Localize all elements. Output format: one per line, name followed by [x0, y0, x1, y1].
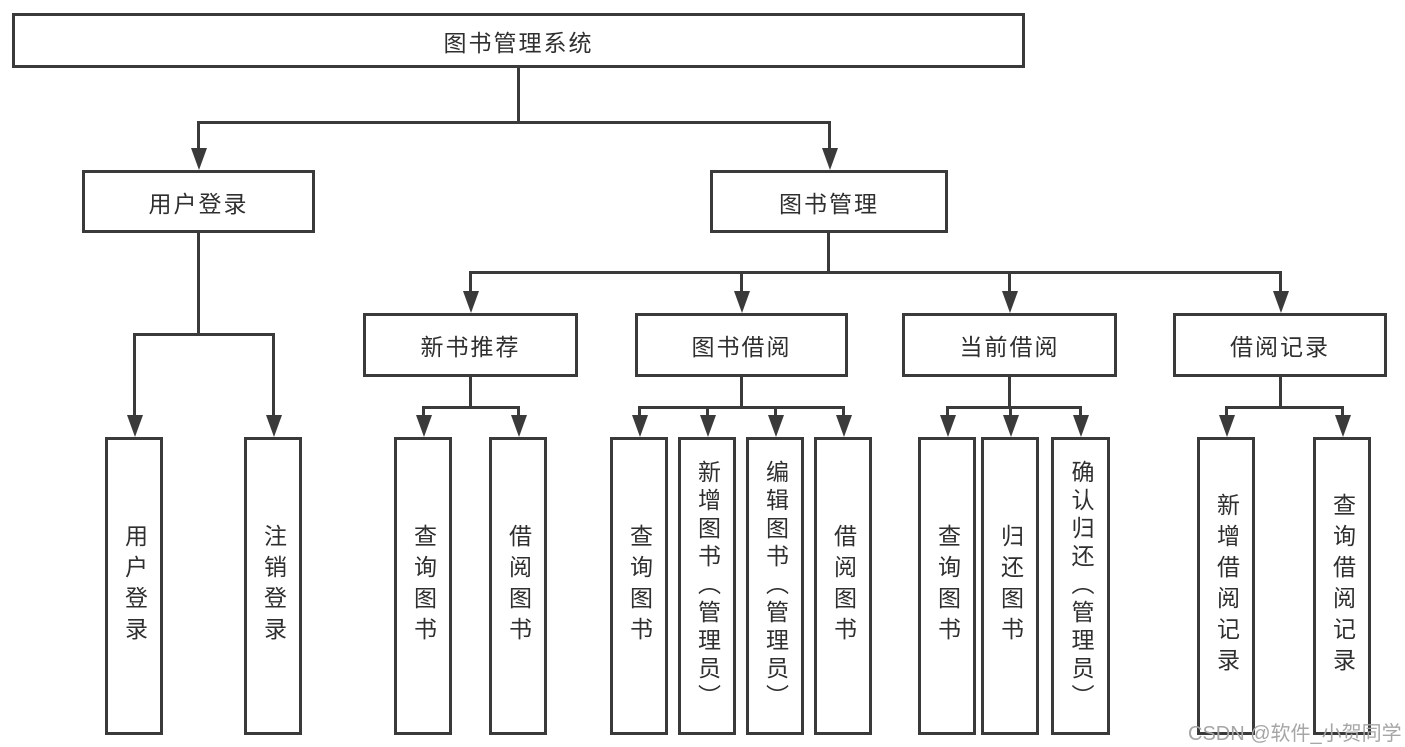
connector-level2-split: [197, 121, 831, 124]
connector-borrow-records-stem: [1279, 375, 1282, 409]
leaf-query-borrow-record: 查询借阅记录: [1313, 437, 1371, 735]
arrow-to-book-management: [821, 121, 838, 170]
leaf-add-book-admin: 新增图书（管理员）: [678, 437, 736, 735]
arrow-head-icon: [126, 415, 143, 437]
connector-borrow-records-split: [1225, 406, 1344, 409]
node-book-borrow: 图书借阅: [635, 313, 848, 377]
arrow-stem: [133, 333, 136, 415]
watermark: CSDN @软件_小贺同学: [1188, 723, 1402, 745]
arrow-head-icon: [1001, 291, 1018, 313]
arrow-stem: [774, 406, 777, 415]
arrow-head-icon: [631, 415, 648, 437]
connector-book-borrow-stem: [740, 375, 743, 409]
connector-root-stem: [517, 66, 520, 123]
arrow-to-leaf-query-book-1: [415, 406, 432, 437]
node-book-management: 图书管理: [710, 170, 948, 233]
arrow-head-icon: [1002, 415, 1019, 437]
arrow-stem: [197, 121, 200, 148]
arrow-head-icon: [1218, 415, 1235, 437]
arrow-stem: [1009, 406, 1012, 415]
arrow-head-icon: [835, 415, 852, 437]
connector-user-login-split: [133, 333, 275, 336]
connector-book-management-stem: [827, 231, 830, 274]
node-user-login: 用户登录: [82, 170, 315, 233]
node-root-label: 图书管理系统: [443, 29, 594, 56]
arrow-to-leaf-return-book: [1002, 406, 1019, 437]
arrow-to-current-borrow: [1001, 271, 1018, 313]
arrow-stem: [1279, 271, 1282, 291]
arrow-to-leaf-borrow-book-1: [510, 406, 527, 437]
connector-book-borrow-split: [638, 406, 845, 409]
node-new-book-recommend-label: 新书推荐: [420, 334, 521, 360]
arrow-head-icon: [415, 415, 432, 437]
arrow-stem: [1341, 406, 1344, 415]
arrow-stem: [1008, 271, 1011, 291]
node-book-borrow-label: 图书借阅: [691, 334, 792, 360]
arrow-to-leaf-query-record: [1334, 406, 1351, 437]
arrow-to-leaf-logout: [265, 333, 282, 437]
leaf-confirm-return-admin: 确认归还（管理员）: [1051, 437, 1110, 735]
arrow-stem: [706, 406, 709, 415]
arrow-head-icon: [1072, 415, 1089, 437]
leaf-user-login: 用户登录: [105, 437, 163, 735]
node-book-management-label: 图书管理: [779, 190, 879, 217]
arrow-stem: [517, 406, 520, 415]
leaf-logout: 注销登录: [244, 437, 302, 735]
node-current-borrow-label: 当前借阅: [959, 334, 1060, 360]
arrow-stem: [740, 271, 743, 291]
arrow-head-icon: [1334, 415, 1351, 437]
arrow-stem: [946, 406, 949, 415]
arrow-head-icon: [510, 415, 527, 437]
arrow-stem: [469, 271, 472, 291]
node-current-borrow: 当前借阅: [902, 313, 1117, 377]
arrow-to-leaf-confirm-return: [1072, 406, 1089, 437]
connector-current-borrow-split: [946, 406, 1082, 409]
arrow-head-icon: [821, 148, 838, 170]
node-root: 图书管理系统: [12, 13, 1025, 68]
arrow-stem: [422, 406, 425, 415]
arrow-to-new-book-recommend: [462, 271, 479, 313]
leaf-borrow-book-2: 借阅图书: [814, 437, 872, 735]
arrow-head-icon: [462, 291, 479, 313]
arrow-head-icon: [190, 148, 207, 170]
leaf-return-book: 归还图书: [981, 437, 1039, 735]
arrow-to-leaf-query-book-3: [939, 406, 956, 437]
node-borrow-records: 借阅记录: [1173, 313, 1387, 377]
connector-current-borrow-stem: [1008, 375, 1011, 409]
arrow-stem: [1225, 406, 1228, 415]
leaf-query-book-2: 查询图书: [610, 437, 668, 735]
arrow-stem: [1079, 406, 1082, 415]
leaf-query-book-3: 查询图书: [918, 437, 976, 735]
arrow-to-leaf-query-book-2: [631, 406, 648, 437]
arrow-head-icon: [733, 291, 750, 313]
connector-level3-split: [469, 271, 1282, 274]
arrow-to-book-borrow: [733, 271, 750, 313]
arrow-head-icon: [699, 415, 716, 437]
arrow-to-leaf-add-record: [1218, 406, 1235, 437]
leaf-add-borrow-record: 新增借阅记录: [1197, 437, 1255, 735]
arrow-to-leaf-user-login: [126, 333, 143, 437]
arrow-stem: [272, 333, 275, 415]
leaf-edit-book-admin: 编辑图书（管理员）: [746, 437, 804, 735]
leaf-borrow-book-1: 借阅图书: [489, 437, 547, 735]
arrow-stem: [842, 406, 845, 415]
node-user-login-label: 用户登录: [148, 190, 249, 217]
arrow-head-icon: [767, 415, 784, 437]
arrow-head-icon: [265, 415, 282, 437]
leaf-query-book-1: 查询图书: [394, 437, 452, 735]
arrow-head-icon: [939, 415, 956, 437]
arrow-to-leaf-add-book: [699, 406, 716, 437]
node-new-book-recommend: 新书推荐: [363, 313, 578, 377]
arrow-head-icon: [1272, 291, 1289, 313]
node-borrow-records-label: 借阅记录: [1230, 334, 1330, 360]
connector-user-login-stem: [197, 231, 200, 336]
arrow-stem: [828, 121, 831, 148]
arrow-to-user-login: [190, 121, 207, 170]
connector-new-book-recommend-split: [422, 406, 520, 409]
connector-new-book-recommend-stem: [469, 375, 472, 409]
arrow-to-leaf-borrow-book-2: [835, 406, 852, 437]
arrow-stem: [638, 406, 641, 415]
arrow-to-borrow-records: [1272, 271, 1289, 313]
arrow-to-leaf-edit-book: [767, 406, 784, 437]
